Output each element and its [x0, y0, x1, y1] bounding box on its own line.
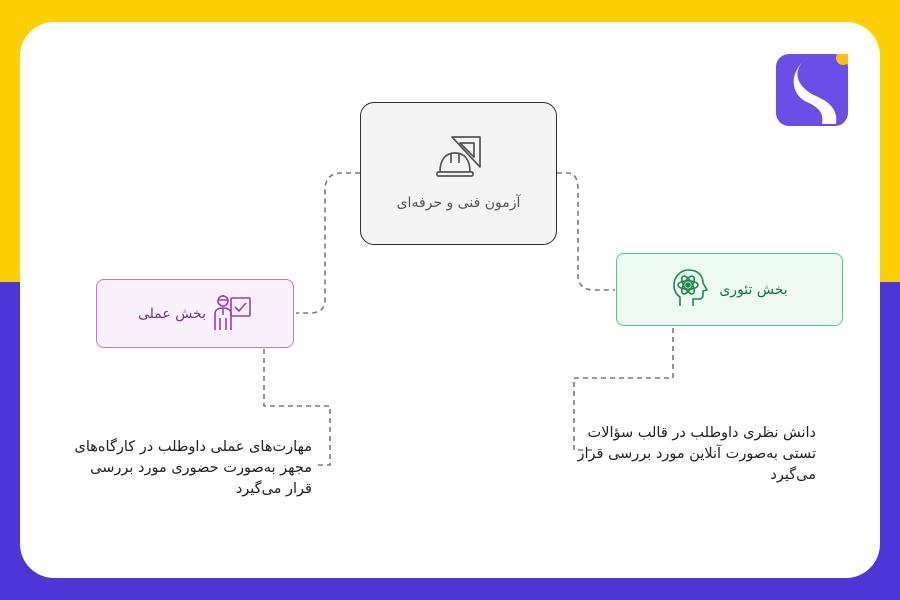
connector-theory-to-desc: [573, 328, 674, 451]
hard-hat-triangle-icon: [435, 135, 482, 183]
practical-node: بخش عملی: [96, 279, 294, 348]
main-node-label: آزمون فنی و حرفه‌ای: [396, 194, 521, 211]
practical-description: مهارت‌های عملی داوطلب در کارگاه‌های مجهز…: [74, 439, 312, 497]
practical-node-label: بخش عملی: [138, 305, 206, 322]
theory-description: دانش نظری داوطلب در قالب سؤالات تستی به‌…: [577, 425, 817, 483]
connector-main-to-theory: [557, 172, 615, 291]
worker-checkboard-icon: [214, 292, 252, 336]
connector-practical-to-desc: [263, 349, 331, 466]
brand-logo-icon[interactable]: [776, 51, 850, 126]
connector-main-to-practical: [296, 172, 360, 314]
main-node: آزمون فنی و حرفه‌ای: [360, 102, 557, 245]
theory-node: بخش تئوری: [616, 253, 843, 326]
theory-node-label: بخش تئوری: [719, 281, 788, 298]
head-atom-icon: [671, 268, 711, 312]
